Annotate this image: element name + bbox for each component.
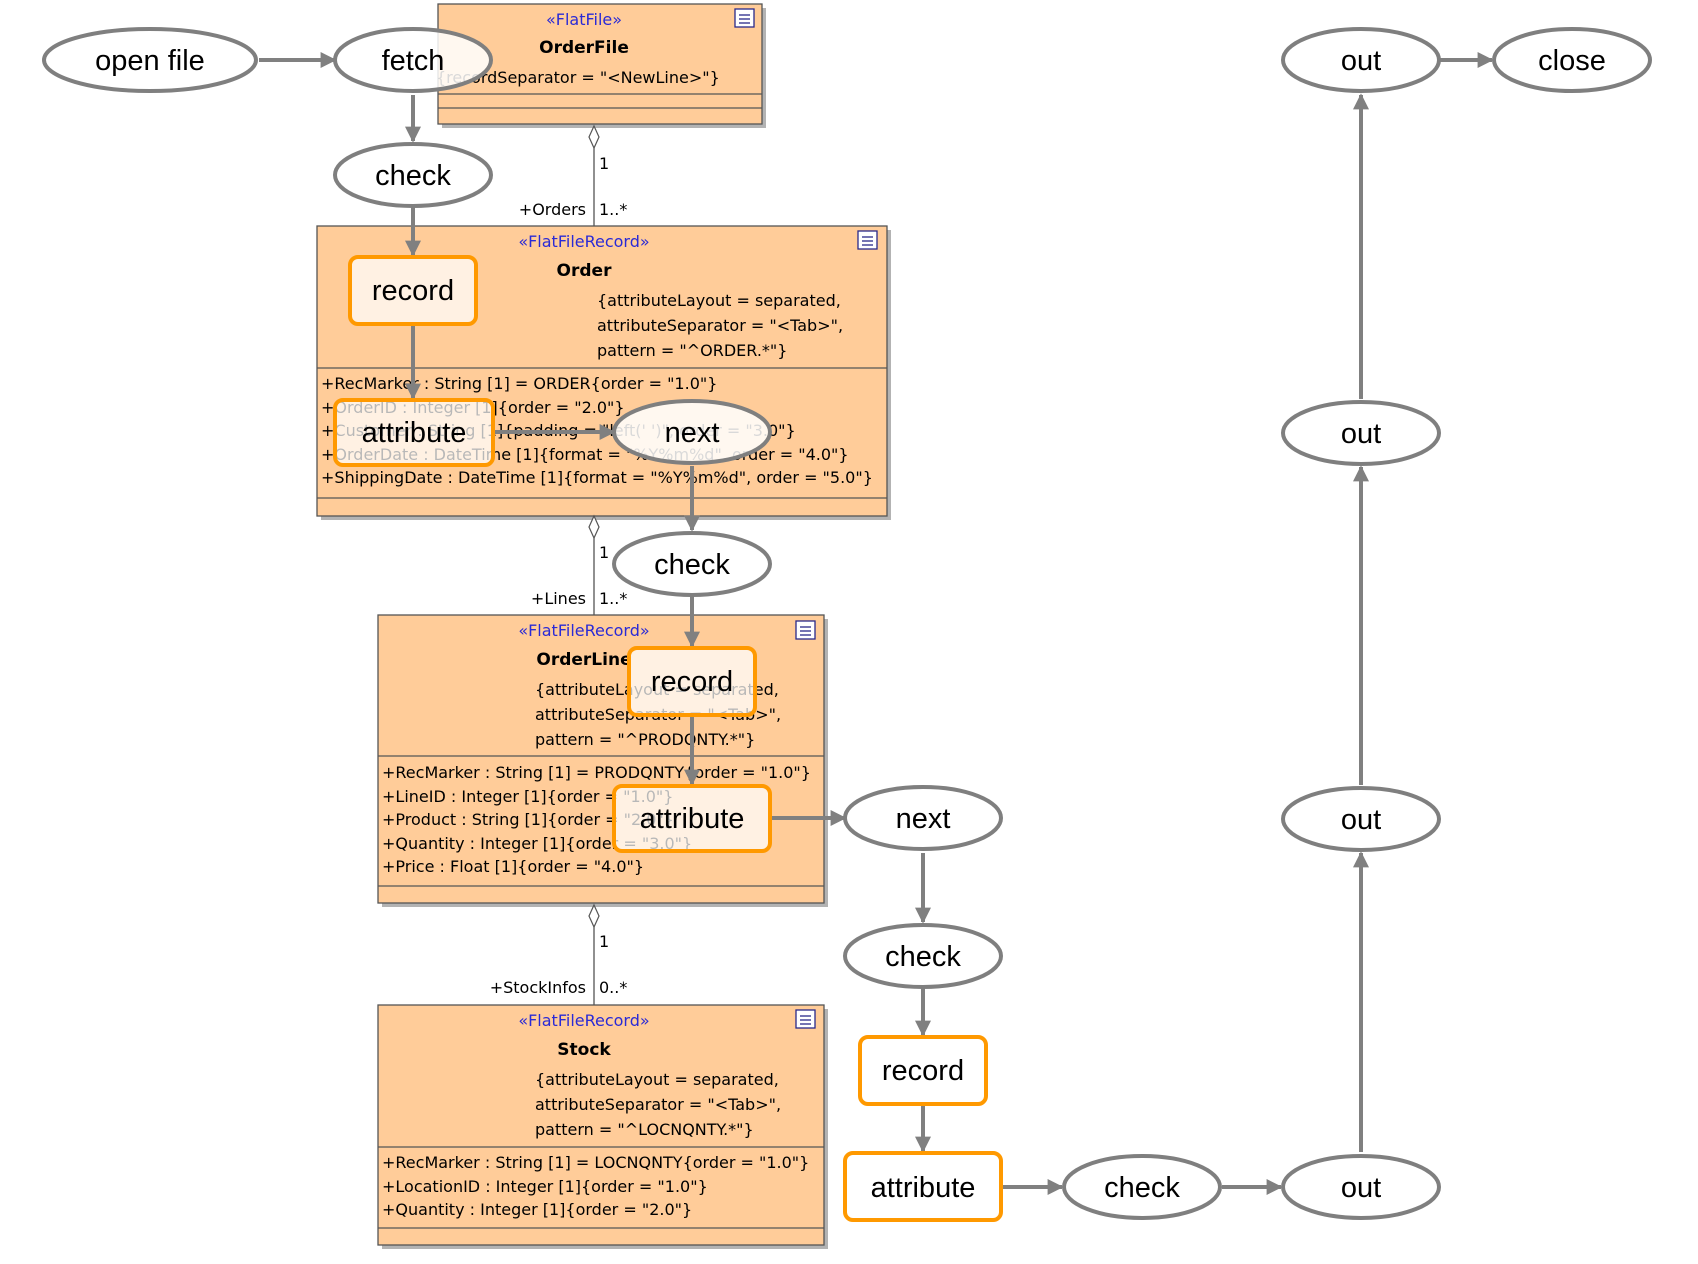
class-orderline-stereotype: «FlatFileRecord» — [518, 621, 649, 640]
node-out-4[interactable]: out — [1281, 27, 1441, 93]
node-next-2-label: next — [896, 803, 951, 835]
node-out-2[interactable]: out — [1281, 786, 1441, 852]
association-orders-role: +Orders — [519, 200, 586, 219]
class-order-attribute: +RecMarker : String [1] = ORDER{order = … — [321, 374, 717, 393]
aggregation-diamond — [588, 903, 600, 929]
node-check-2-label: check — [654, 549, 730, 581]
association-lines-source-multiplicity: 1 — [599, 543, 609, 562]
class-order-attribute: +ShippingDate : DateTime [1]{format = "%… — [321, 468, 873, 487]
node-attribute-3-label: attribute — [871, 1172, 976, 1204]
node-attribute-1[interactable]: attribute — [333, 398, 495, 467]
class-stock-attribute: +LocationID : Integer [1]{order = "1.0"} — [382, 1177, 708, 1196]
note-icon — [795, 1009, 816, 1029]
node-out-1-label: out — [1341, 1172, 1381, 1204]
class-order: «FlatFileRecord» Order {attributeLayout … — [316, 225, 891, 520]
node-next-2[interactable]: next — [843, 785, 1003, 851]
node-attribute-3[interactable]: attribute — [843, 1151, 1003, 1222]
node-check-4-label: check — [1104, 1172, 1180, 1204]
node-record-3[interactable]: record — [858, 1035, 988, 1106]
node-out-3-label: out — [1341, 418, 1381, 450]
class-stock-stereotype: «FlatFileRecord» — [518, 1011, 649, 1030]
class-orderline-attribute: +RecMarker : String [1] = PRODQNTY{order… — [382, 763, 811, 782]
node-check-3-label: check — [885, 941, 961, 973]
class-stock-attribute: +Quantity : Integer [1]{order = "2.0"} — [382, 1200, 692, 1219]
node-record-3-label: record — [882, 1055, 964, 1087]
class-stock-tag: {attributeLayout = separated, — [535, 1070, 779, 1089]
association-lines: 1 +Lines 1..* — [531, 514, 627, 615]
class-order-tag: attributeSeparator = "<Tab>", — [597, 316, 843, 335]
node-attribute-2-label: attribute — [640, 803, 745, 835]
class-order-tag: pattern = "^ORDER.*"} — [597, 341, 787, 360]
class-orderline-attribute: +Product : String [1]{order = "2.0"} — [382, 810, 674, 829]
class-orderline-attribute: +LineID : Integer [1]{order = "1.0"} — [382, 787, 673, 806]
node-record-1-label: record — [372, 275, 454, 307]
aggregation-diamond — [588, 124, 600, 150]
node-attribute-2[interactable]: attribute — [612, 784, 772, 853]
class-orderfile-stereotype: «FlatFile» — [546, 10, 622, 29]
node-record-1[interactable]: record — [348, 255, 478, 326]
aggregation-diamond — [588, 514, 600, 540]
node-close[interactable]: close — [1492, 27, 1652, 93]
node-next-1-label: next — [665, 417, 720, 449]
note-icon — [795, 620, 816, 640]
class-orderfile: «FlatFile» OrderFile {recordSeparator = … — [436, 3, 766, 128]
node-open-file-label: open file — [95, 45, 205, 77]
flow-arrows — [259, 52, 1494, 1195]
node-open-file[interactable]: open file — [42, 27, 258, 93]
association-orders: 1 +Orders 1..* — [519, 124, 627, 226]
class-order-stereotype: «FlatFileRecord» — [518, 232, 649, 251]
node-out-1[interactable]: out — [1281, 1154, 1441, 1220]
association-stockinfos: 1 +StockInfos 0..* — [490, 903, 627, 1005]
association-lines-role: +Lines — [531, 589, 586, 608]
node-check-2[interactable]: check — [612, 531, 772, 597]
class-order-name: Order — [557, 261, 613, 281]
class-stock-attribute: +RecMarker : String [1] = LOCNQNTY{order… — [382, 1153, 809, 1172]
association-stockinfos-source-multiplicity: 1 — [599, 932, 609, 951]
association-stockinfos-role: +StockInfos — [490, 978, 586, 997]
association-lines-target-multiplicity: 1..* — [599, 589, 627, 608]
class-orderline-attribute: +Price : Float [1]{order = "4.0"} — [382, 857, 644, 876]
class-stock-tag: pattern = "^LOCNQNTY.*"} — [535, 1120, 754, 1139]
association-orders-target-multiplicity: 1..* — [599, 200, 627, 219]
class-orderline-tag: pattern = "^PRODQNTY.*"} — [535, 730, 755, 749]
node-fetch-label: fetch — [382, 45, 445, 77]
node-check-4[interactable]: check — [1062, 1154, 1222, 1220]
flow-nodes: open file fetch check record attribute n… — [42, 27, 1652, 1222]
node-out-2-label: out — [1341, 804, 1381, 836]
class-orderline-name: OrderLine — [536, 650, 631, 670]
node-next-1[interactable]: next — [612, 399, 772, 465]
class-orderfile-tag: {recordSeparator = "<NewLine>"} — [436, 68, 720, 87]
node-close-label: close — [1538, 45, 1606, 77]
node-check-1-label: check — [375, 160, 451, 192]
association-stockinfos-target-multiplicity: 0..* — [599, 978, 627, 997]
class-stock: «FlatFileRecord» Stock {attributeLayout … — [377, 1004, 828, 1249]
class-stock-name: Stock — [557, 1040, 611, 1060]
note-icon — [857, 230, 878, 250]
node-record-2-label: record — [651, 666, 733, 698]
node-out-4-label: out — [1341, 45, 1381, 77]
association-orders-source-multiplicity: 1 — [599, 154, 609, 173]
class-order-tag: {attributeLayout = separated, — [597, 291, 841, 310]
node-fetch[interactable]: fetch — [333, 27, 493, 93]
node-check-3[interactable]: check — [843, 923, 1003, 989]
node-check-1[interactable]: check — [333, 142, 493, 208]
node-attribute-1-label: attribute — [362, 417, 467, 449]
class-orderfile-name: OrderFile — [539, 38, 629, 58]
note-icon — [734, 8, 755, 28]
class-stock-tag: attributeSeparator = "<Tab>", — [535, 1095, 781, 1114]
node-record-2[interactable]: record — [627, 646, 757, 717]
node-out-3[interactable]: out — [1281, 400, 1441, 466]
class-orderline: «FlatFileRecord» OrderLine {attributeLay… — [377, 614, 828, 907]
